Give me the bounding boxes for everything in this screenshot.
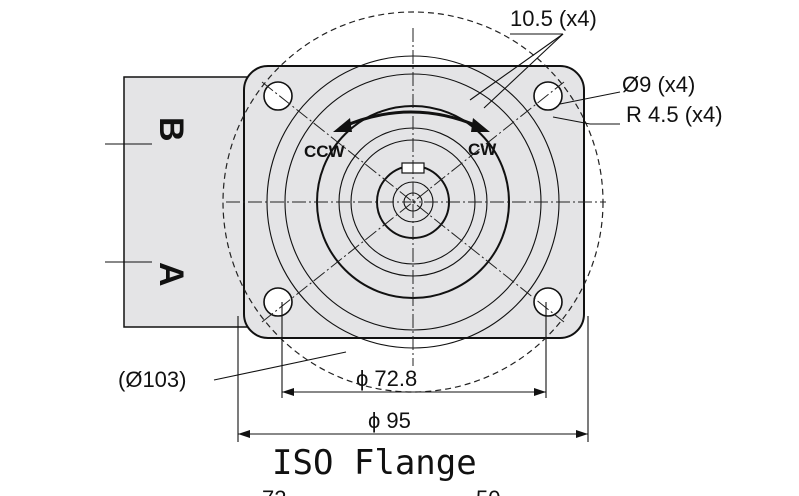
cut-off-left-text: 72 [262, 486, 286, 496]
hole-spacing-label: 10.5 (x4) [510, 6, 597, 31]
mount-hole-top-right [533, 81, 563, 111]
radius-leader-a [552, 116, 591, 125]
hole-dia-label: Ø9 (x4) [622, 72, 695, 97]
center-line-diagonal-b [261, 81, 565, 323]
corner-radius-label: R 4.5 (x4) [626, 102, 723, 127]
bolt-arrow-left [238, 430, 250, 438]
pilot-arrow-left [282, 388, 294, 396]
mount-hole-bottom-left [263, 287, 293, 317]
pilot-arrow-right [534, 388, 546, 396]
cut-off-right-text: 50 [476, 486, 500, 496]
outer-dia-leader [213, 351, 347, 381]
hole-spacing-leader-b [483, 33, 564, 109]
ccw-label: CCW [304, 142, 346, 161]
port-b-label: B [152, 117, 190, 142]
pilot-dia-label: ϕ 72.8 [356, 366, 417, 391]
mount-hole-bottom-right [533, 287, 563, 317]
cw-label: CW [468, 140, 497, 159]
center-line-diagonal-a [261, 81, 565, 323]
rotation-arrowhead-cw [471, 118, 490, 132]
hole-spacing-leader-a [469, 33, 564, 101]
drawing-title: ISO Flange [272, 443, 477, 483]
port-a-label: A [152, 262, 190, 287]
rotation-arrow [339, 110, 483, 130]
hole-dia-leader [559, 91, 621, 105]
outer-dia-label: (Ø103) [118, 367, 186, 392]
bolt-arrow-right [576, 430, 588, 438]
bolt-circle-label: ϕ 95 [368, 408, 411, 433]
mount-hole-top-left [263, 81, 293, 111]
rotation-arrowhead-ccw [333, 118, 352, 132]
